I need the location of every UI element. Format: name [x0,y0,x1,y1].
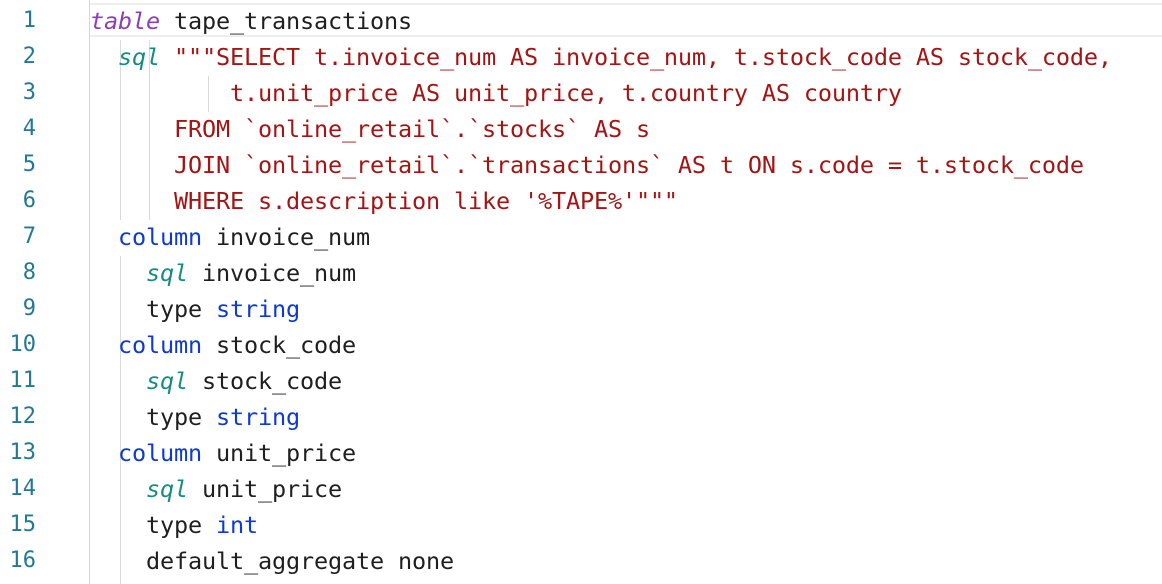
line-number: 4 [22,116,36,141]
line-number: 7 [22,224,36,249]
indent [90,259,146,287]
token-kw-blue: column [118,223,202,251]
code-line[interactable]: 10 column stock_code [0,327,1162,363]
line-content[interactable]: WHERE s.description like '%TAPE%'""" [90,183,678,219]
indent [90,115,174,143]
token-text [160,43,174,71]
line-content[interactable]: sql invoice_num [90,255,356,291]
line-content[interactable]: FROM `online_retail`.`stocks` AS s [90,111,650,147]
indent [90,403,146,431]
indent-guide [208,76,209,112]
code-line[interactable]: 8 sql invoice_num [0,255,1162,291]
token-text: type [146,403,216,431]
code-line[interactable]: 2 sql """SELECT t.invoice_num AS invoice… [0,39,1162,75]
indent [90,151,174,179]
indent [90,475,146,503]
token-kw-sql: sql [146,259,188,287]
code-line[interactable]: 15 type int [0,507,1162,543]
indent-guide [120,256,121,584]
token-text: default_aggregate none [146,547,454,575]
line-number: 15 [9,512,37,537]
token-kw-sql: sql [146,475,188,503]
line-number: 5 [22,152,36,177]
code-line[interactable]: 12 type string [0,399,1162,435]
gutter-border [89,0,90,584]
code-line[interactable]: 9 type string [0,291,1162,327]
token-text: tape_transactions [160,7,412,35]
line-number: 3 [22,80,36,105]
token-text: type [146,511,216,539]
line-content[interactable]: sql """SELECT t.invoice_num AS invoice_n… [90,39,1112,75]
line-content[interactable]: column unit_price [90,435,356,471]
token-kw-blue: column [118,439,202,467]
code-line[interactable]: 3 t.unit_price AS unit_price, t.country … [0,75,1162,111]
code-line[interactable]: 5 JOIN `online_retail`.`transactions` AS… [0,147,1162,183]
token-kw-sql: sql [118,43,160,71]
line-number: 1 [22,8,36,33]
code-line[interactable]: 7 column invoice_num [0,219,1162,255]
code-line[interactable]: 1 table tape_transactions [0,3,1162,39]
indent [90,511,146,539]
line-content[interactable]: sql unit_price [90,471,342,507]
indent [90,367,146,395]
line-number: 14 [9,476,37,501]
line-number: 11 [9,368,37,393]
token-str: """SELECT t.invoice_num AS invoice_num, … [174,43,1112,71]
line-content[interactable]: t.unit_price AS unit_price, t.country AS… [90,75,902,111]
line-number: 12 [9,404,37,429]
code-line[interactable]: 4 FROM `online_retail`.`stocks` AS s [0,111,1162,147]
line-number: 6 [22,188,36,213]
token-str: JOIN `online_retail`.`transactions` AS t… [174,151,1084,179]
token-text: invoice_num [202,223,370,251]
line-number: 10 [9,332,37,357]
line-content[interactable]: type int [90,507,258,543]
line-content[interactable]: sql stock_code [90,363,342,399]
indent [90,295,146,323]
token-kw-sql: sql [146,367,188,395]
token-kw-blue: string [216,295,300,323]
token-text: type [146,295,216,323]
line-content[interactable]: type string [90,291,300,327]
token-kw-blue: column [118,331,202,359]
line-number: 16 [9,548,37,573]
indent [90,187,174,215]
token-kw-table: table [90,7,160,35]
code-line[interactable]: 14 sql unit_price [0,471,1162,507]
indent [90,79,230,107]
indent-guide [120,40,121,220]
indent [90,439,118,467]
indent [90,223,118,251]
indent [90,331,118,359]
line-content[interactable]: table tape_transactions [90,3,412,39]
indent [90,43,118,71]
token-str: WHERE s.description like '%TAPE%'""" [174,187,678,215]
token-str: FROM `online_retail`.`stocks` AS s [174,115,650,143]
line-number: 2 [22,44,36,69]
code-line[interactable]: 13 column unit_price [0,435,1162,471]
token-text: invoice_num [188,259,356,287]
line-number: 8 [22,260,36,285]
line-content[interactable]: default_aggregate none [90,543,454,579]
token-str: t.unit_price AS unit_price, t.country AS… [229,79,902,107]
token-kw-blue: int [216,511,258,539]
indent-guide [149,40,150,220]
indent [90,547,146,575]
line-content[interactable]: column stock_code [90,327,356,363]
code-line[interactable]: 11 sql stock_code [0,363,1162,399]
line-number: 9 [22,296,36,321]
token-text: stock_code [188,367,342,395]
code-line[interactable]: 16 default_aggregate none [0,543,1162,579]
token-text: unit_price [202,439,356,467]
token-text: unit_price [188,475,342,503]
current-line-highlight [90,3,1162,37]
line-number: 13 [9,440,37,465]
line-content[interactable]: column invoice_num [90,219,370,255]
token-text: stock_code [202,331,356,359]
line-content[interactable]: type string [90,399,300,435]
code-line[interactable]: 6 WHERE s.description like '%TAPE%'""" [0,183,1162,219]
line-content[interactable]: JOIN `online_retail`.`transactions` AS t… [90,147,1084,183]
token-kw-blue: string [216,403,300,431]
